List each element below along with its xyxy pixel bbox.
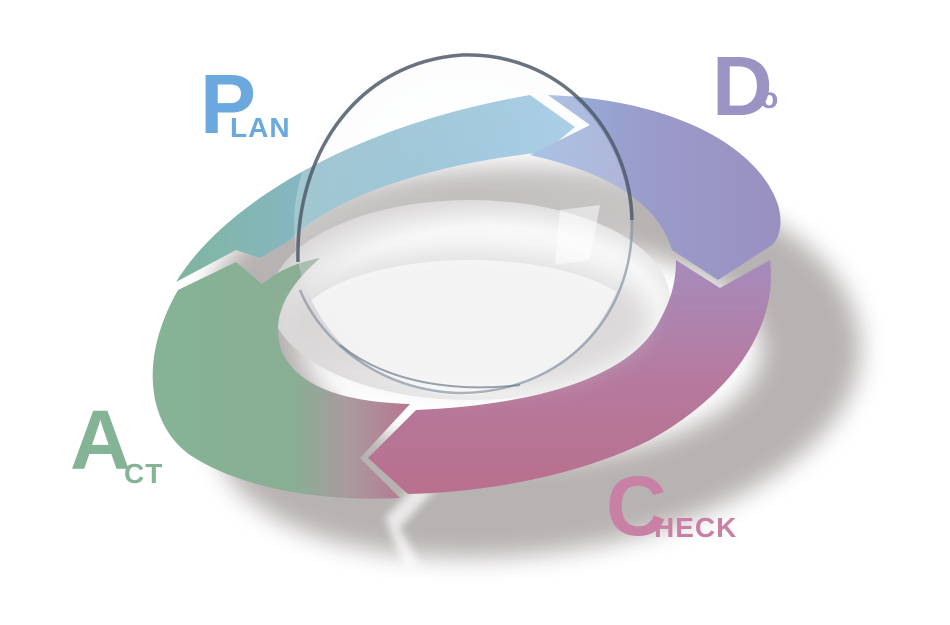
glass-lens <box>294 53 634 395</box>
label-plan-initial: P <box>200 57 257 151</box>
shadow-notch <box>385 470 445 570</box>
label-check-initial: C <box>606 459 667 553</box>
label-act-rest: CT <box>124 458 164 489</box>
label-act-initial: A <box>70 393 131 487</box>
label-do-rest: o <box>760 82 780 115</box>
segment-act <box>152 258 410 499</box>
label-plan-rest: LAN <box>230 112 291 143</box>
segment-check <box>368 260 772 494</box>
label-check-rest: HECK <box>654 512 738 543</box>
label-do-initial: D <box>712 39 773 133</box>
